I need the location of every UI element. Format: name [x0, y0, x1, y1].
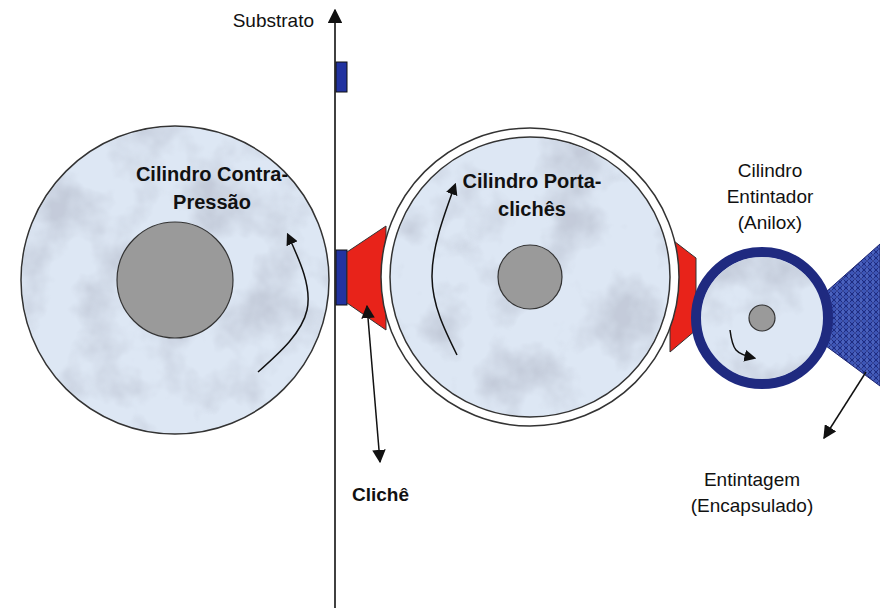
cylinder-node: Cilindro Contra-Pressão	[20, 125, 330, 435]
marble-texture	[22, 127, 328, 433]
leader-line	[367, 306, 380, 462]
callout-label-box: Entintagem (Encapsulado)	[672, 467, 832, 519]
callout-label: Substrato	[233, 10, 314, 31]
cylinder-name: Cilindro Contra-Pressão	[136, 163, 288, 213]
callout-label-box: Clichê	[352, 482, 442, 508]
ink-chamber	[826, 244, 880, 386]
cylinder-node: Cilindro Entintador (Anilox)	[690, 246, 834, 390]
rotation-arrow	[258, 235, 308, 372]
printed-mark	[336, 62, 347, 92]
leader-line	[824, 372, 866, 438]
cylinder-sleeve	[381, 128, 679, 426]
rotation-arrow	[432, 185, 457, 355]
printed-mark	[336, 250, 347, 305]
cylinder-name: Cilindro Porta-clichês	[463, 170, 602, 220]
cylinder-label-box: Cilindro Porta-clichês	[457, 167, 607, 223]
cylinder-body	[21, 126, 329, 434]
marble-texture	[701, 257, 823, 379]
cylinder-hub	[117, 222, 233, 338]
cylinder-label-box: Cilindro Entintador (Anilox)	[714, 158, 826, 236]
callout-label: Clichê	[352, 484, 409, 505]
substrate-line	[334, 10, 336, 608]
callout-label: Entintagem (Encapsulado)	[691, 469, 814, 516]
callout-label-box: Substrato	[180, 8, 314, 34]
cylinder-hub	[498, 245, 562, 309]
cylinder-body	[390, 137, 670, 417]
marble-texture	[391, 138, 669, 416]
cylinder-node: Cilindro Porta-clichês	[380, 127, 680, 427]
cylinder-name: Cilindro Entintador (Anilox)	[727, 160, 814, 233]
cliche-plate	[347, 226, 386, 330]
cylinder-label-box: Cilindro Contra-Pressão	[127, 160, 297, 216]
cylinder-shape	[690, 246, 834, 390]
rotation-arrow	[730, 330, 754, 358]
cylinder-hub	[749, 305, 775, 331]
cylinder-body	[696, 252, 828, 384]
